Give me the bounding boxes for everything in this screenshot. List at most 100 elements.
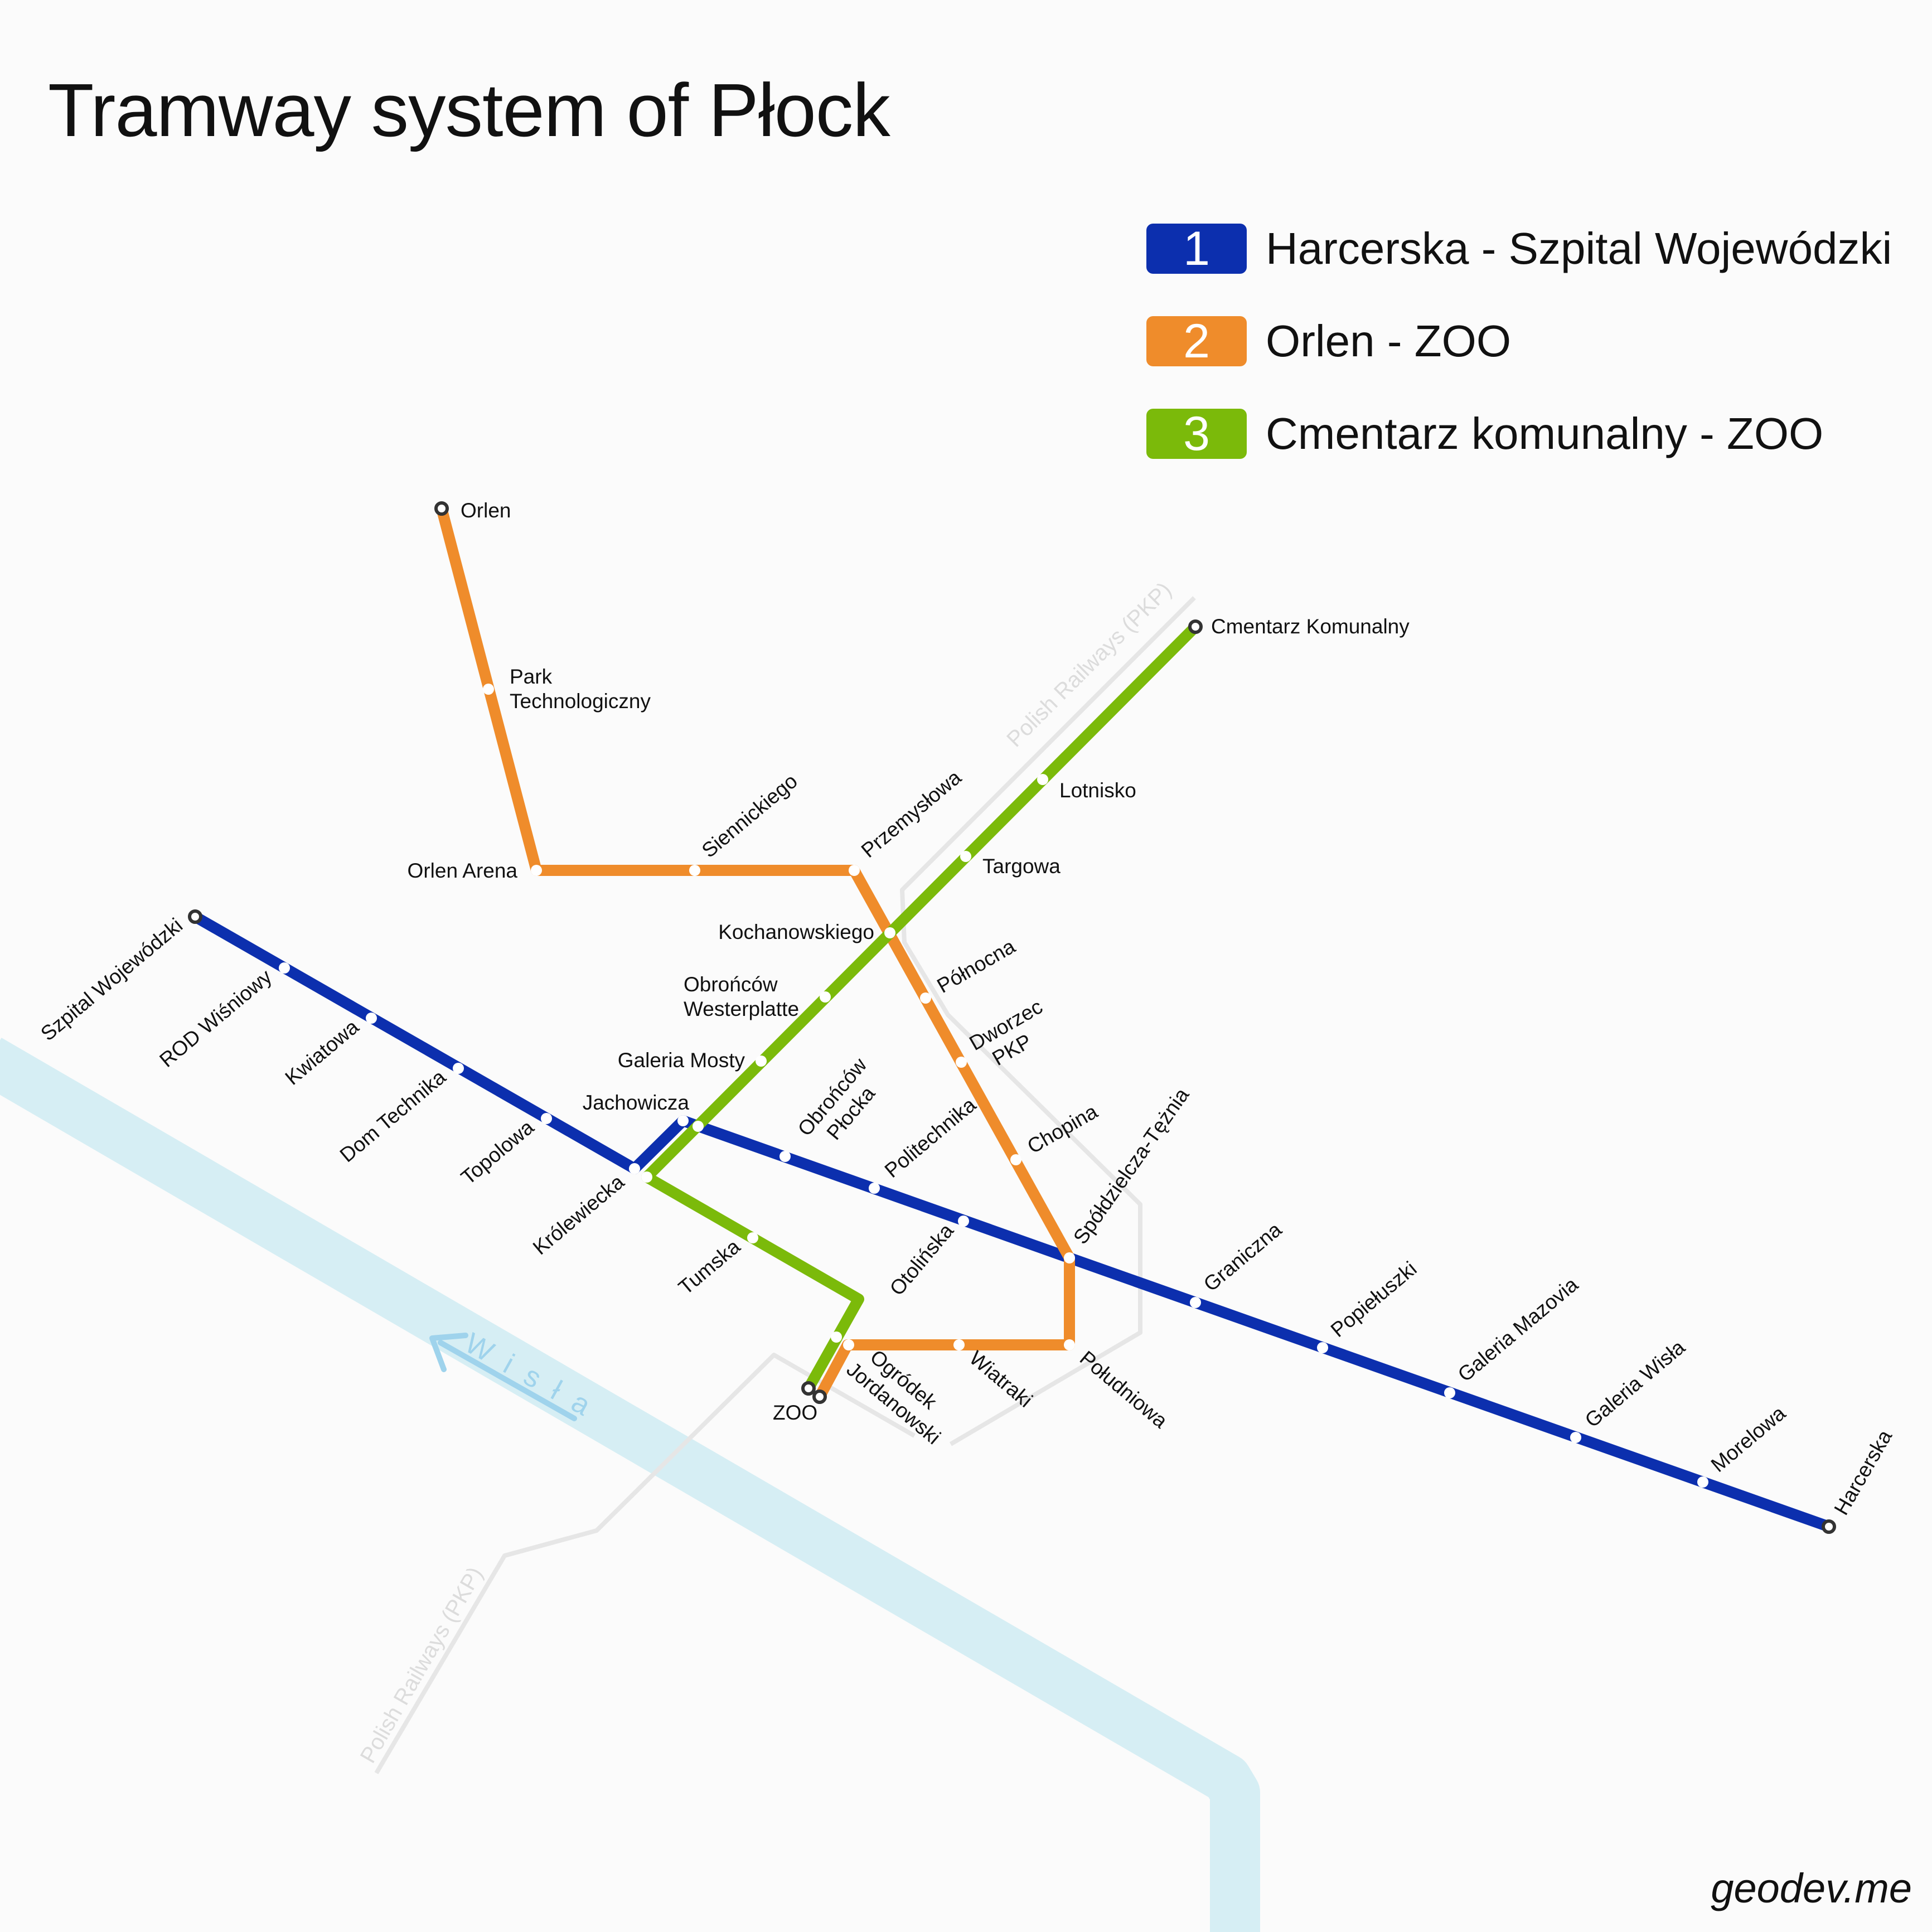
legend-item-line-1[interactable]: 1 Harcerska - Szpital Wojewódzki — [1146, 221, 1892, 277]
station-label-wiatraki: Wiatraki — [965, 1347, 1037, 1412]
station-label-otolinska: Otolińska — [885, 1219, 958, 1300]
station-dot-krolewiecka-2[interactable] — [641, 1171, 652, 1183]
station-label-polnocna: Północna — [933, 934, 1019, 998]
station-label-chopina: Chopina — [1024, 1100, 1102, 1158]
station-label-poludniowa: Południowa — [1076, 1347, 1172, 1433]
legend-badge-line-2: 2 — [1146, 314, 1247, 368]
station-label-galeria-wisla: Galeria Wisła — [1581, 1335, 1689, 1432]
station-dot-orlen[interactable] — [434, 501, 449, 516]
station-dot-krolewiecka-1[interactable] — [629, 1163, 640, 1174]
station-dot-lotnisko[interactable] — [1037, 774, 1048, 785]
page-title: Tramway system of Płock — [48, 68, 890, 152]
station-dot-targowa[interactable] — [960, 851, 971, 862]
station-label-park-technologiczny-line1: Park — [510, 665, 553, 688]
station-dot-poludniowa[interactable] — [1064, 1339, 1075, 1350]
station-dot-siennickiego[interactable] — [689, 865, 700, 876]
station-dot-tumska[interactable] — [747, 1232, 758, 1243]
legend-badge-line-3: 3 — [1146, 407, 1247, 461]
station-label-park-technologiczny: Park Technologiczny — [510, 665, 651, 713]
station-label-orlen-arena: Orlen Arena — [408, 859, 518, 882]
station-dot-morelowa[interactable] — [1697, 1476, 1708, 1488]
railway-label-south: Polish Railways (PKP) — [356, 1563, 488, 1768]
station-label-graniczna: Graniczna — [1199, 1218, 1286, 1296]
station-label-jachowicza: Jachowicza — [583, 1091, 690, 1114]
station-dot-dworzec-pkp[interactable] — [956, 1057, 967, 1068]
station-label-przemyslowa: Przemysłowa — [857, 766, 966, 862]
railway-line-north — [900, 596, 1196, 1446]
station-dot-szpital-wojewodzki[interactable] — [188, 909, 202, 924]
river-flow-arrowhead — [429, 1333, 468, 1372]
station-label-obroncow-westerplatte-line1: Obrońców — [684, 973, 778, 996]
station-label-obroncow-westerplatte: Obrońców Westerplatte — [684, 973, 799, 1020]
legend-item-line-2[interactable]: 2 Orlen - ZOO — [1146, 313, 1892, 369]
credit[interactable]: geodev.me — [1711, 1865, 1912, 1911]
station-label-orlen: Orlen — [461, 499, 511, 522]
station-label-harcerska: Harcerska — [1829, 1426, 1896, 1519]
station-label-ogrodek-jordanowski: Ogródek Jordanowski — [842, 1339, 961, 1449]
station-label-lotnisko: Lotnisko — [1059, 779, 1136, 802]
station-dot-otolinska[interactable] — [958, 1216, 969, 1227]
station-dot-cmentarz-komunalny[interactable] — [1188, 619, 1203, 634]
station-dot-zoo-1[interactable] — [801, 1381, 816, 1396]
station-dot-chopina[interactable] — [1010, 1154, 1021, 1165]
station-dot-politechnika[interactable] — [869, 1183, 880, 1194]
station-dot-topolowa[interactable] — [541, 1113, 552, 1124]
station-dot-kochanowskiego[interactable] — [884, 927, 895, 938]
station-dot-kwiatowa[interactable] — [366, 1013, 377, 1024]
legend-label-line-1: Harcerska - Szpital Wojewódzki — [1266, 224, 1892, 273]
station-label-galeria-mosty: Galeria Mosty — [618, 1049, 745, 1072]
station-label-obroncow-westerplatte-line2: Westerplatte — [684, 998, 799, 1020]
station-label-tumska: Tumska — [674, 1234, 744, 1299]
station-dot-graniczna[interactable] — [1190, 1297, 1201, 1308]
station-dot-przemyslowa[interactable] — [849, 865, 860, 876]
station-dot-polnocna[interactable] — [920, 992, 931, 1004]
station-dot-spoldzielcza-teznia[interactable] — [1064, 1252, 1075, 1263]
station-label-zoo: ZOO — [773, 1401, 817, 1424]
station-label-targowa: Targowa — [982, 855, 1061, 878]
station-label-politechnika: Politechnika — [880, 1093, 981, 1182]
station-label-krolewiecka: Królewiecka — [529, 1170, 628, 1259]
station-dot-galeria-wisla[interactable] — [1570, 1432, 1581, 1443]
tram-line-2 — [436, 503, 1075, 1402]
station-label-popieluszki: Popiełuszki — [1326, 1257, 1421, 1342]
station-label-cmentarz-komunalny: Cmentarz Komunalny — [1211, 615, 1410, 638]
station-label-dom-technika: Dom Technika — [336, 1065, 451, 1166]
station-label-topolowa: Topolowa — [457, 1115, 538, 1189]
legend-label-line-3: Cmentarz komunalny - ZOO — [1266, 409, 1824, 458]
station-label-morelowa: Morelowa — [1707, 1401, 1790, 1476]
legend-badge-line-1: 1 — [1146, 222, 1247, 275]
river-flow-arrow — [438, 1340, 577, 1421]
station-label-kwiatowa: Kwiatowa — [280, 1015, 363, 1089]
station-dot-jachowicza-1[interactable] — [677, 1115, 689, 1126]
station-dot-park-technologiczny[interactable] — [483, 684, 494, 695]
railways — [374, 596, 1196, 1775]
station-label-dworzec-pkp: Dworzec PKP — [966, 992, 1064, 1076]
station-dot-jachowicza-2[interactable] — [693, 1121, 704, 1132]
station-dot-obroncow-plocka[interactable] — [779, 1151, 791, 1162]
station-dot-orlen-arena[interactable] — [531, 865, 542, 876]
station-dot-harcerska[interactable] — [1822, 1519, 1836, 1534]
station-label-kochanowskiego: Kochanowskiego — [718, 921, 874, 943]
station-dot-obroncow-westerplatte[interactable] — [820, 991, 831, 1003]
legend-label-line-2: Orlen - ZOO — [1266, 316, 1512, 366]
legend-item-line-3[interactable]: 3 Cmentarz komunalny - ZOO — [1146, 406, 1892, 462]
station-label-galeria-mazovia: Galeria Mazovia — [1454, 1273, 1582, 1387]
railway-line-south — [374, 1353, 916, 1775]
station-label-rod-wisniowy: ROD Wiśniowy — [155, 965, 276, 1072]
station-dot-ogrodek-jordanowski-2[interactable] — [843, 1339, 854, 1350]
station-dot-galeria-mosty[interactable] — [756, 1055, 767, 1067]
station-dot-galeria-mazovia[interactable] — [1444, 1387, 1455, 1398]
station-dot-wiatraki[interactable] — [953, 1339, 965, 1350]
station-dot-dom-technika[interactable] — [453, 1063, 464, 1074]
station-dots — [188, 501, 1836, 1534]
station-dot-popieluszki[interactable] — [1317, 1342, 1328, 1353]
station-dot-rod-wisniowy[interactable] — [279, 962, 290, 974]
river-wisla — [0, 1038, 1260, 1932]
legend: 1 Harcerska - Szpital Wojewódzki 2 Orlen… — [1146, 221, 1892, 498]
station-label-obroncow-plocka: Obrońców Płocka — [793, 1049, 894, 1156]
station-label-park-technologiczny-line2: Technologiczny — [510, 690, 651, 713]
station-dot-zoo-2[interactable] — [812, 1389, 827, 1404]
station-dot-ogrodek-jordanowski-1[interactable] — [831, 1331, 842, 1343]
station-labels: Orlen Park Technologiczny Orlen Arena Si… — [36, 499, 1896, 1519]
